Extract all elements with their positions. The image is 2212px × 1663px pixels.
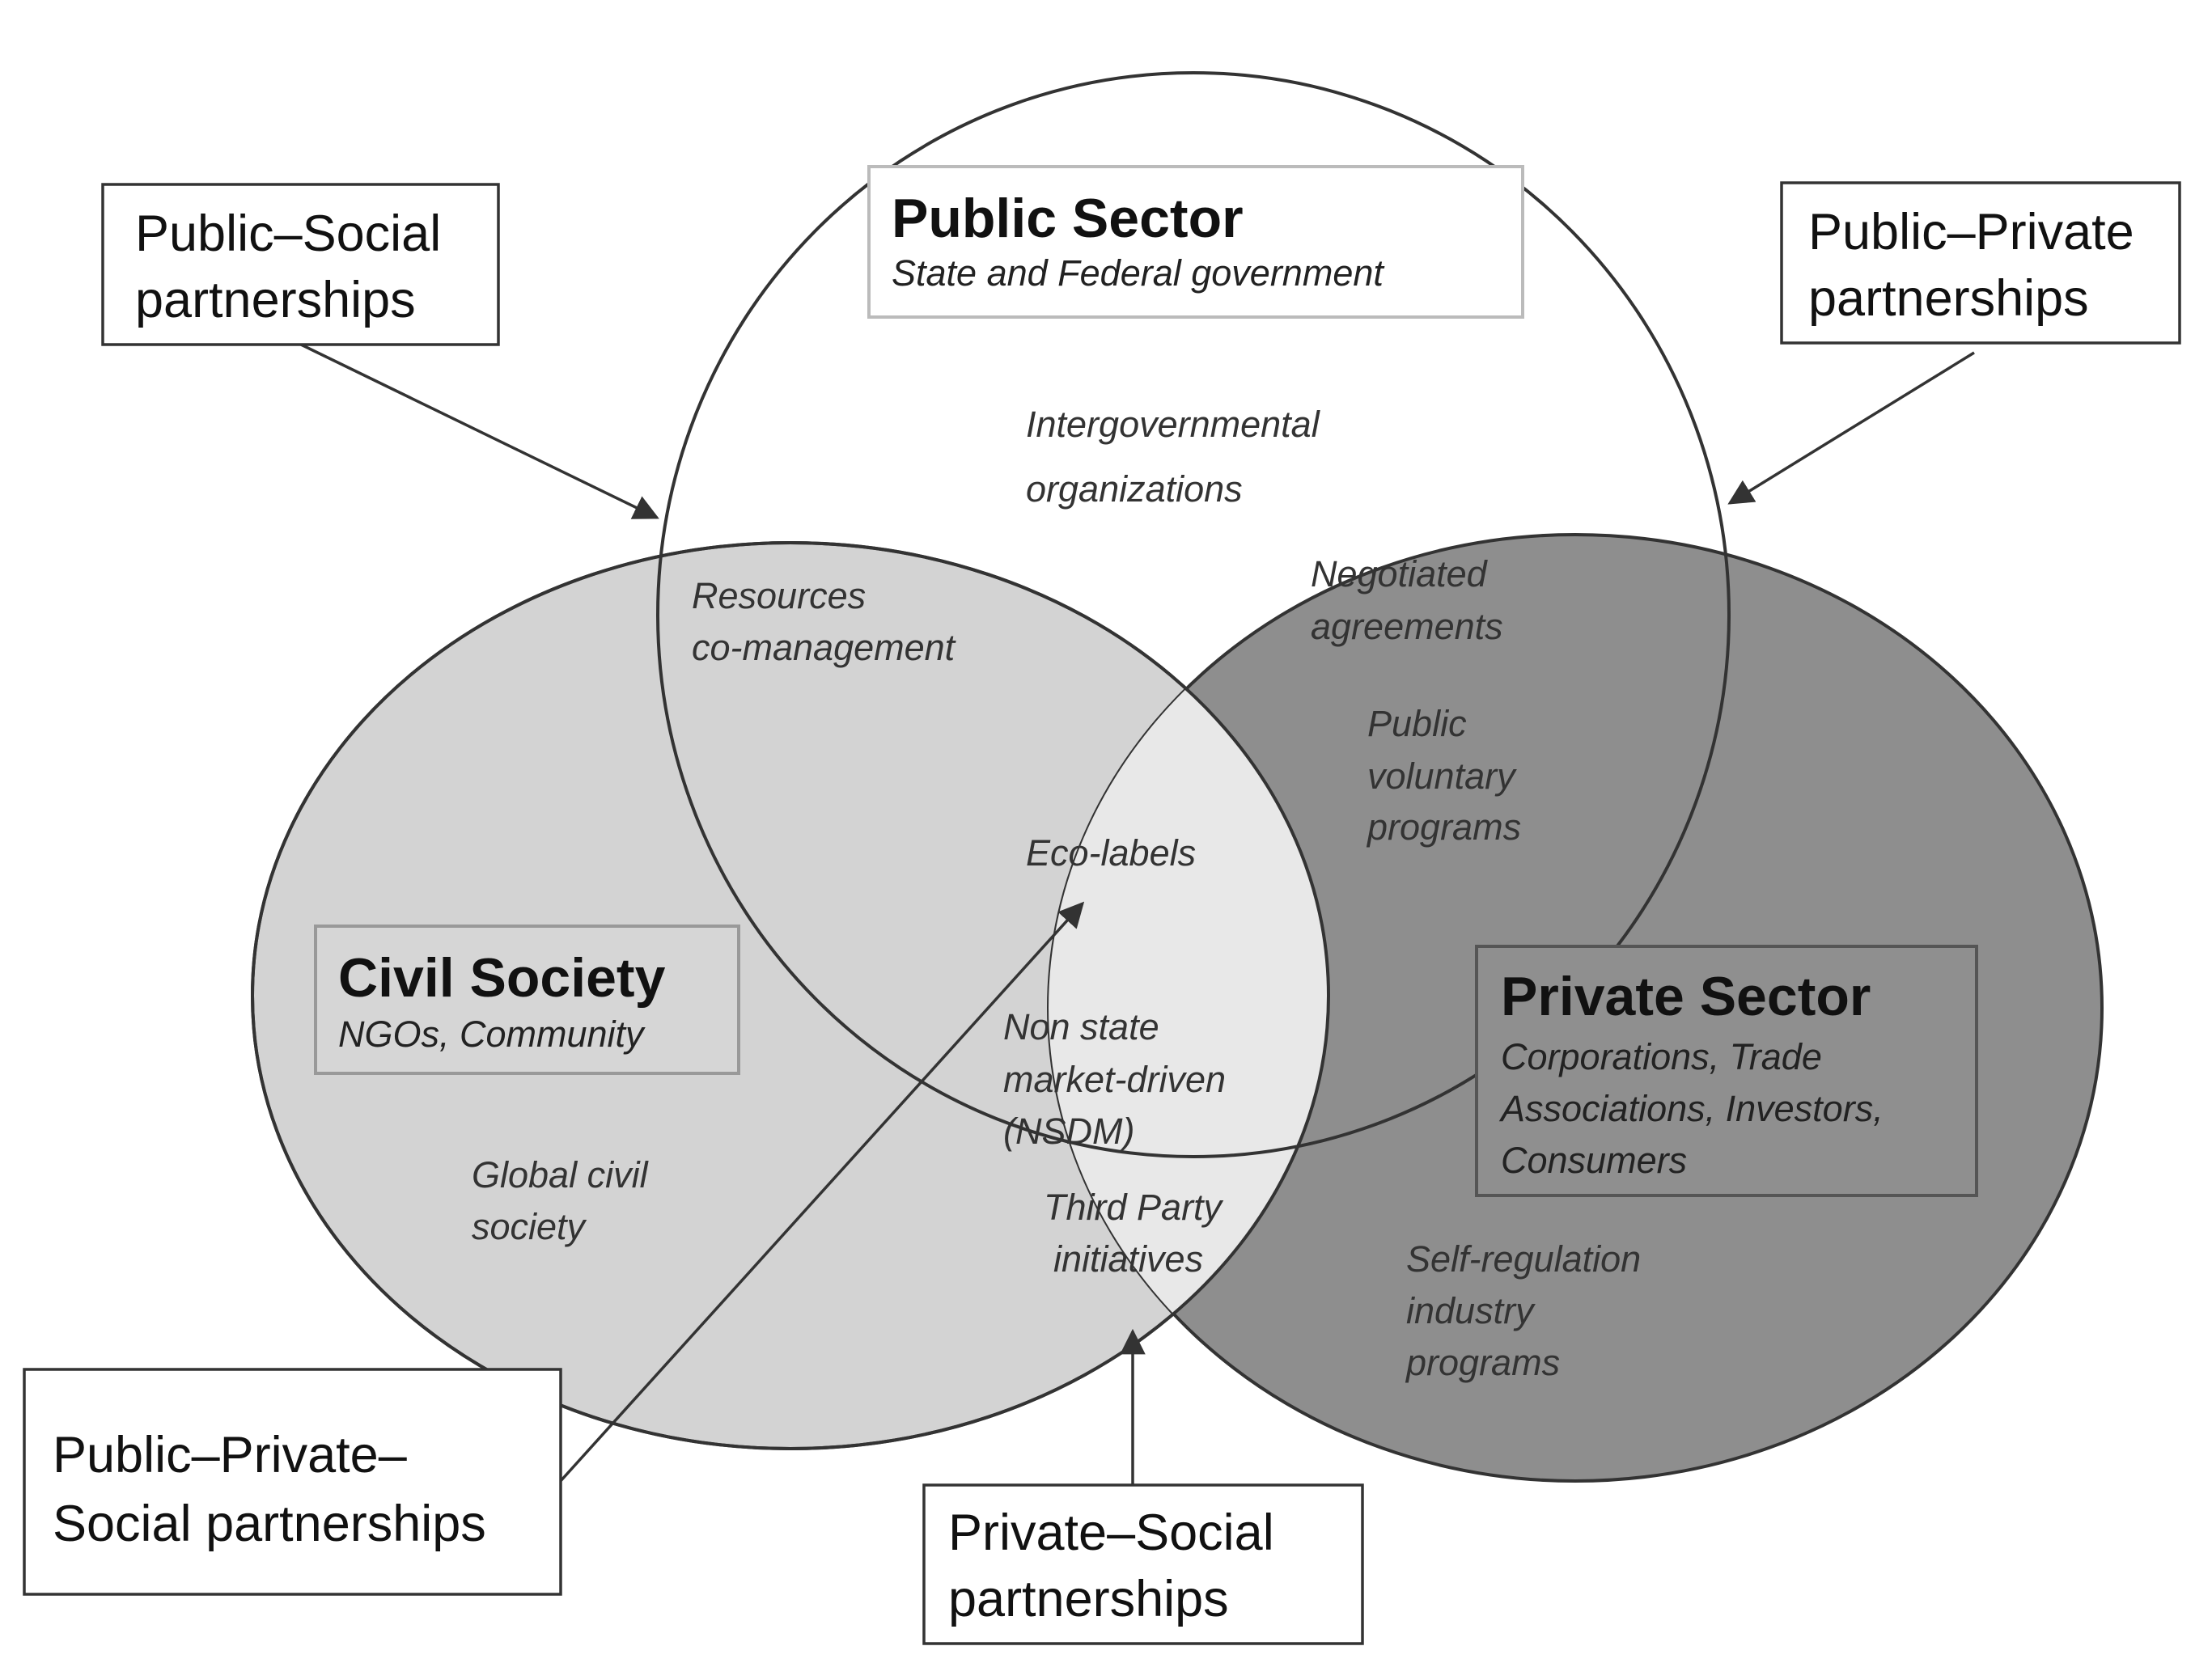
intergovernmental-label: Intergovernmental organizations	[1026, 404, 1321, 510]
svg-text:co-management: co-management	[692, 627, 957, 668]
svg-text:partnerships: partnerships	[1808, 270, 2089, 327]
third-party-initiatives-label: Third Party initiatives	[1044, 1187, 1224, 1280]
svg-text:Negotiated: Negotiated	[1311, 553, 1489, 595]
svg-text:initiatives: initiatives	[1053, 1238, 1203, 1280]
private-sector-subtitle-line: Corporations, Trade	[1501, 1036, 1822, 1077]
negotiated-agreements-label: Negotiated agreements	[1311, 553, 1503, 647]
civil-society-label-box	[314, 925, 740, 1075]
svg-text:Private–Social: Private–Social	[948, 1504, 1274, 1561]
svg-text:Non state: Non state	[1003, 1006, 1159, 1047]
private-sector-subtitle-line: Consumers	[1501, 1140, 1687, 1181]
svg-text:Public: Public	[1367, 703, 1467, 744]
eco-labels-label: Eco-labels	[1026, 832, 1196, 874]
svg-text:industry: industry	[1406, 1290, 1536, 1331]
svg-text:programs: programs	[1366, 806, 1521, 848]
svg-text:agreements: agreements	[1311, 606, 1503, 647]
private-sector-subtitle-line: Associations, Investors,	[1498, 1088, 1884, 1129]
svg-text:partnerships: partnerships	[135, 272, 416, 328]
svg-text:Eco-labels: Eco-labels	[1026, 832, 1196, 874]
svg-text:Public–Social: Public–Social	[135, 205, 441, 262]
civil-society-subtitle: NGOs, Community	[338, 1013, 646, 1055]
svg-text:programs: programs	[1405, 1342, 1560, 1383]
self-regulation-programs-label: Self-regulation industry programs	[1405, 1238, 1641, 1383]
svg-text:Resources: Resources	[692, 575, 866, 616]
private-sector-label-box	[1475, 945, 1978, 1197]
public-sector-title: Public Sector	[892, 188, 1244, 249]
public-private-partnerships-callout: Public–Private partnerships	[1780, 181, 2181, 345]
svg-text:partnerships: partnerships	[948, 1571, 1229, 1627]
svg-text:Third Party: Third Party	[1044, 1187, 1224, 1228]
public-sector-circle	[656, 71, 1731, 1158]
global-civil-society-label: Global civil society	[472, 1154, 650, 1247]
private-sector-title: Private Sector	[1501, 966, 1871, 1027]
svg-text:organizations: organizations	[1026, 468, 1243, 510]
svg-text:Social partnerships: Social partnerships	[53, 1496, 486, 1552]
nsdm-label: Non state market-driven (NSDM)	[1003, 1006, 1226, 1152]
public-sector-label-box	[867, 165, 1524, 319]
svg-text:Public–Private: Public–Private	[1808, 204, 2134, 260]
svg-text:market-driven: market-driven	[1003, 1059, 1226, 1100]
public-social-arrow	[300, 343, 659, 519]
private-social-partnerships-callout: Private–Social partnerships	[922, 1483, 1364, 1645]
svg-text:society: society	[472, 1206, 587, 1247]
resources-co-management-label: Resources co-management	[692, 575, 957, 668]
svg-text:Intergovernmental: Intergovernmental	[1026, 404, 1321, 445]
svg-text:Global civil: Global civil	[472, 1154, 650, 1195]
public-private-arrow	[1727, 351, 1975, 505]
public-social-partnerships-callout: Public–Social partnerships	[101, 183, 500, 346]
svg-text:Self-regulation: Self-regulation	[1406, 1238, 1641, 1280]
public-private-social-partnerships-callout: Public–Private– Social partnerships	[23, 1368, 562, 1596]
public-private-social-arrow	[558, 901, 1085, 1483]
public-sector-subtitle: State and Federal government	[892, 252, 1385, 294]
civil-society-title: Civil Society	[338, 947, 666, 1009]
svg-text:Public–Private–: Public–Private–	[53, 1427, 407, 1483]
public-voluntary-programs-label: Public voluntary programs	[1366, 703, 1521, 848]
svg-text:voluntary: voluntary	[1367, 755, 1517, 797]
svg-text:(NSDM): (NSDM)	[1003, 1111, 1134, 1152]
